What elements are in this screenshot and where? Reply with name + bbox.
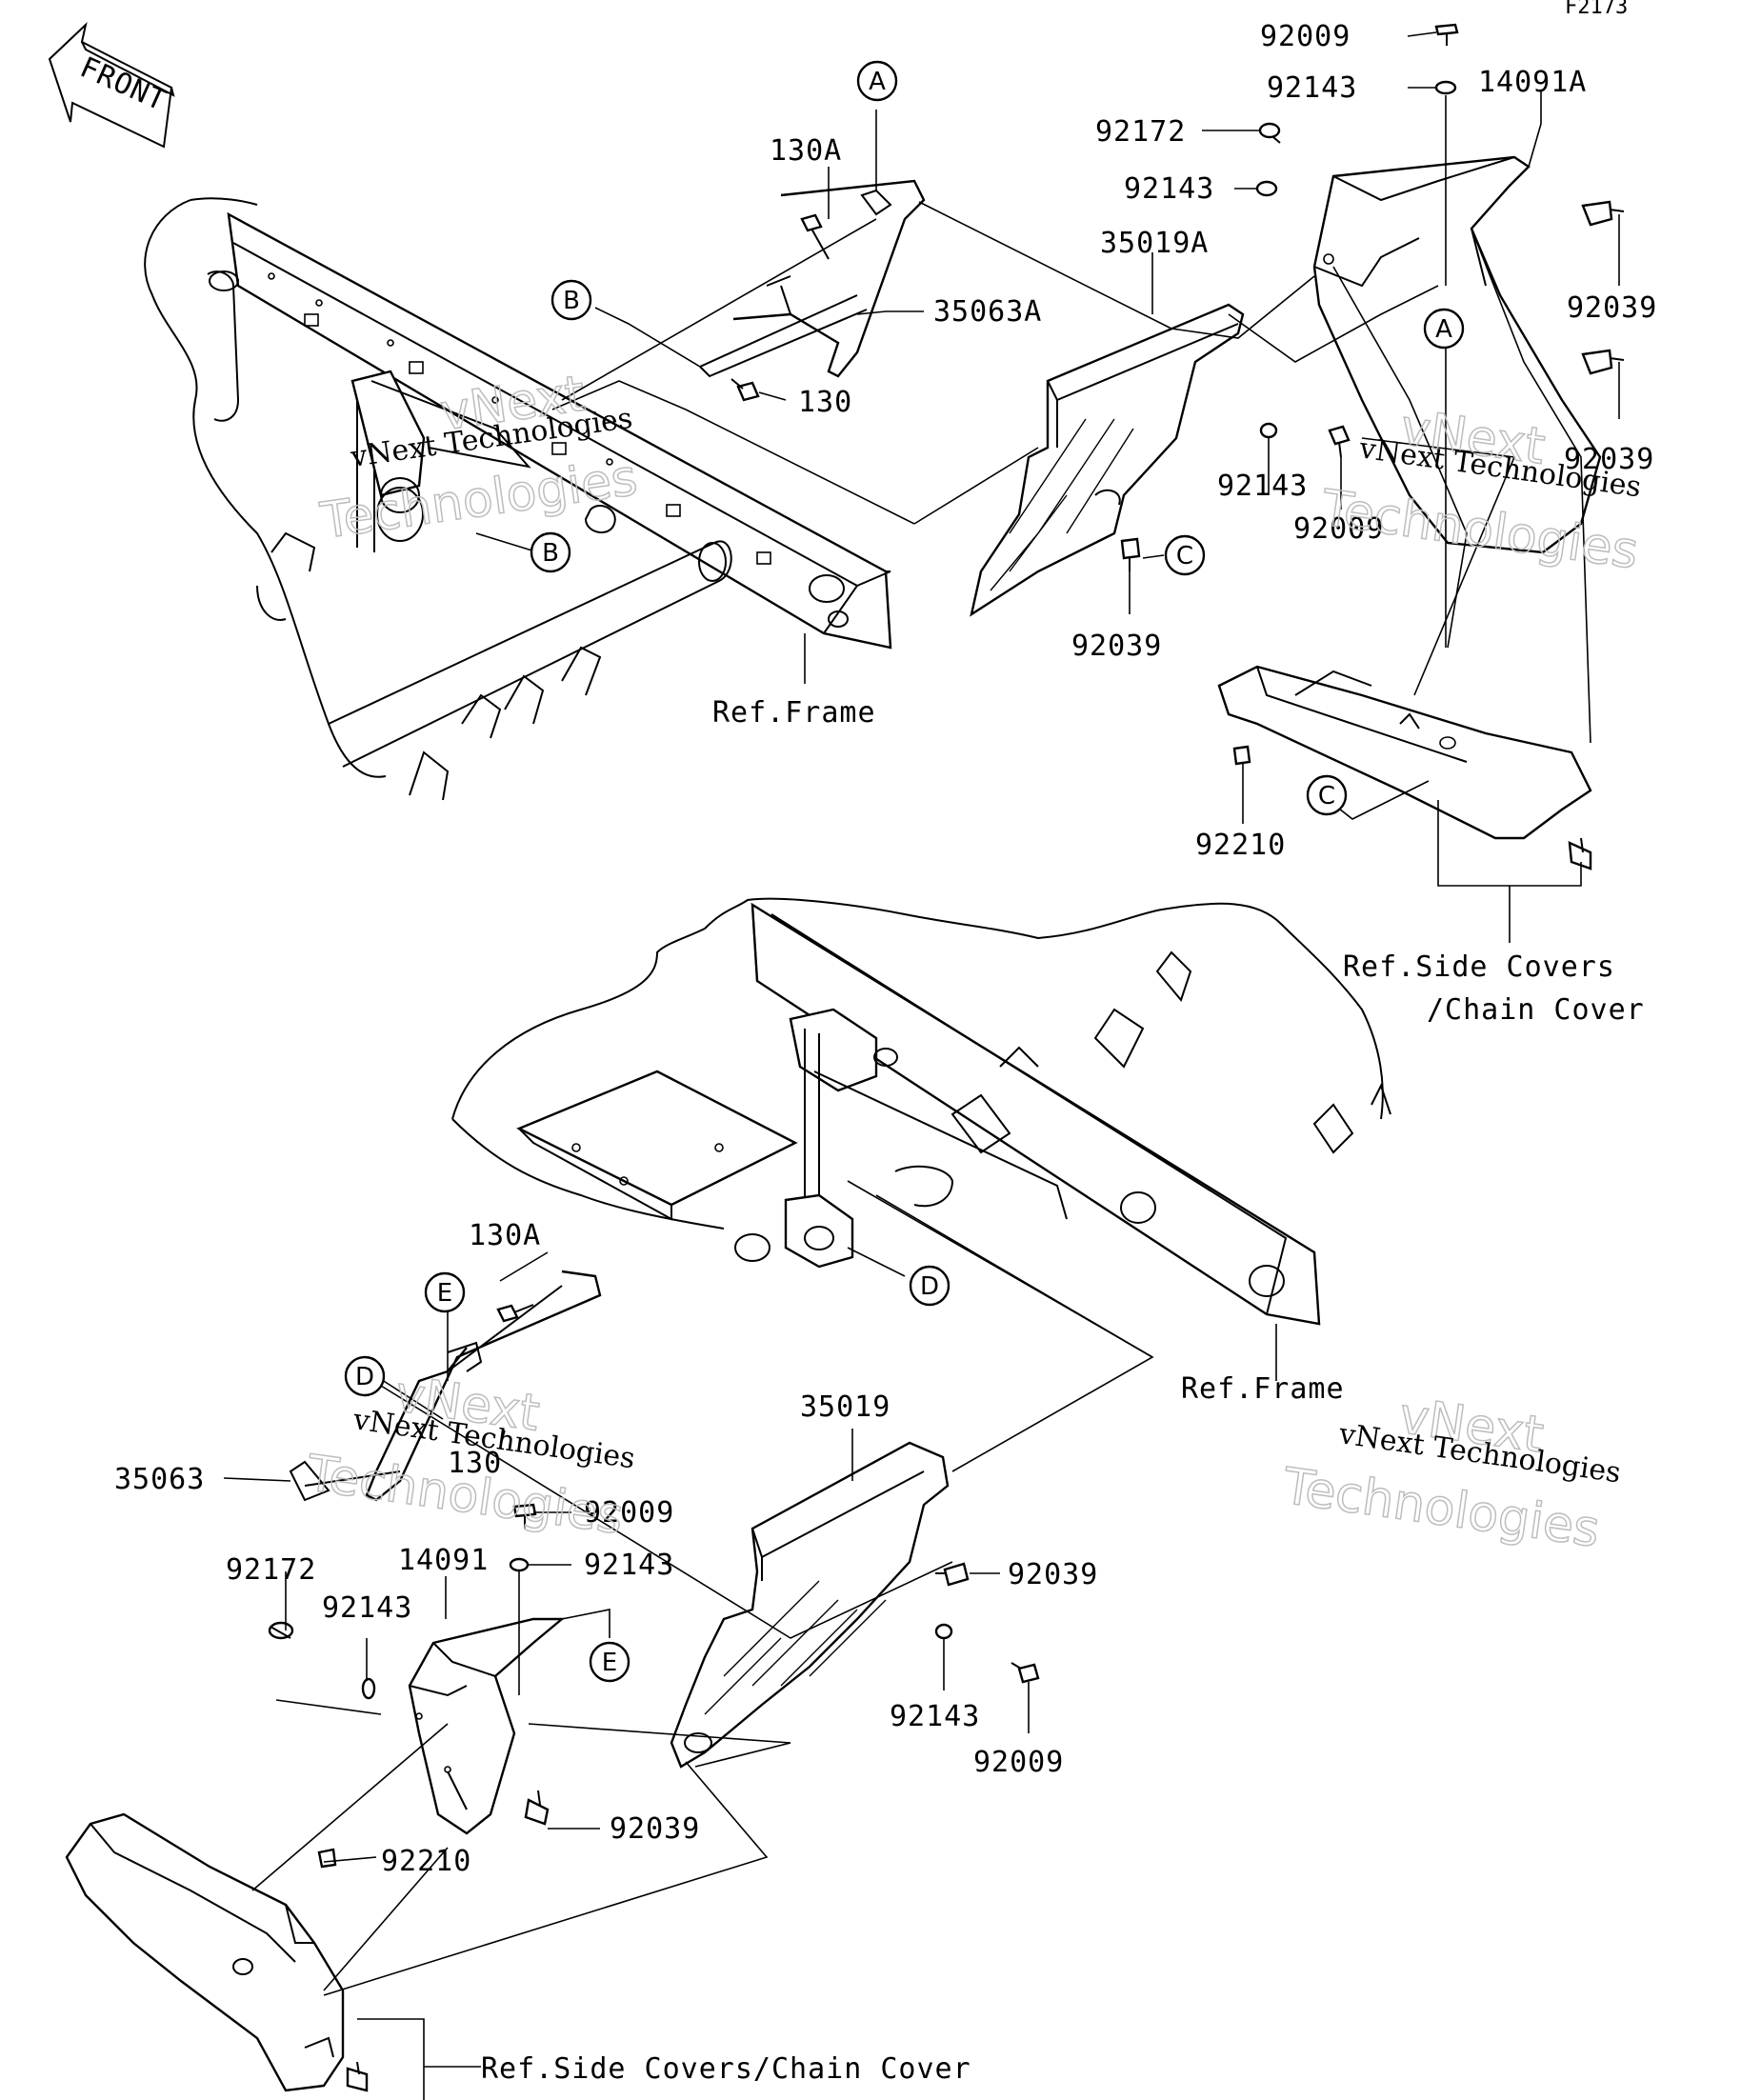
label-92009-mid: 92009: [1293, 512, 1384, 546]
ref-frame-lower: Ref.Frame: [1181, 1372, 1345, 1406]
clip-92039-lower-right-icon: [935, 1562, 970, 1587]
cover-14091: [408, 1617, 566, 1835]
label-35019A: 35019A: [1100, 227, 1209, 260]
clip-92039-lower-left-icon: [524, 1790, 550, 1826]
label-14091: 14091: [398, 1544, 489, 1577]
washer-92143-lower-c-icon: [934, 1623, 953, 1640]
label-92143-upper: 92143: [1124, 172, 1214, 206]
screw-92009-mid-icon: [1328, 425, 1351, 458]
label-35063A: 35063A: [933, 295, 1042, 329]
label-92009-top: 92009: [1260, 20, 1351, 53]
svg-text:B: B: [542, 539, 559, 568]
label-92143-mid: 92143: [1217, 470, 1308, 503]
label-92039-center: 92039: [1071, 630, 1162, 663]
ref-side-covers-lower: Ref.Side Covers/Chain Cover: [481, 2052, 971, 2086]
washer-92143-lower-b-icon: [361, 1677, 376, 1700]
front-arrow-label: FRONT: [75, 50, 171, 118]
side-cover-lower: [65, 1812, 345, 2092]
label-92143-lower-a: 92143: [584, 1549, 674, 1582]
callout-d-left: D: [344, 1355, 386, 1397]
svg-text:C: C: [1176, 542, 1193, 570]
label-92009-lower-b: 92009: [973, 1746, 1064, 1779]
svg-text:A: A: [1435, 315, 1452, 344]
washer-92143-lower-a-icon: [509, 1557, 530, 1572]
screw-92009-top-icon: [1434, 23, 1459, 46]
label-35063: 35063: [114, 1463, 205, 1496]
ref-side-covers-upper-line2: /Chain Cover: [1427, 993, 1645, 1027]
label-92210-top: 92210: [1195, 829, 1286, 862]
callout-a-right: A: [1423, 308, 1465, 350]
clip-92210-top-icon: [1232, 745, 1251, 766]
side-cover-upper: [1217, 665, 1592, 840]
bolt-130A-lower-icon: [496, 1304, 534, 1323]
svg-text:B: B: [563, 287, 580, 315]
beam-tab-holes: [268, 272, 771, 565]
callout-e-top: E: [424, 1271, 466, 1313]
svg-text:E: E: [437, 1279, 452, 1308]
reference-labels: Ref.Frame Ref.Side Covers /Chain Cover R…: [481, 696, 1645, 2086]
label-92009-lower-a: 92009: [584, 1496, 674, 1530]
callout-c-right: C: [1306, 774, 1348, 816]
screw-92172-top-icon: [1258, 122, 1281, 144]
screw-92172-lower-icon: [268, 1621, 294, 1640]
front-arrow-icon: FRONT: [48, 22, 175, 149]
guard-35019A: [970, 303, 1245, 617]
bolt-130-icon: [730, 378, 760, 402]
callout-e-lower: E: [589, 1641, 630, 1683]
svg-text:A: A: [869, 68, 886, 96]
label-92143-lower-b: 92143: [322, 1591, 412, 1625]
washer-92143-upper-icon: [1255, 180, 1278, 197]
clip-92039-right-b-icon: [1581, 349, 1625, 375]
svg-text:C: C: [1318, 782, 1335, 810]
clip-92039-ref-icon: [1568, 837, 1592, 870]
label-92039-right-b: 92039: [1564, 443, 1654, 476]
clip-92039-right-a-icon: [1581, 200, 1625, 227]
bracket-35063: [289, 1270, 602, 1502]
svg-text:D: D: [355, 1363, 374, 1391]
figure-code: F2173: [1565, 0, 1628, 19]
callout-circles: A A B B C C D D E E: [344, 60, 1465, 1683]
svg-text:D: D: [920, 1272, 939, 1301]
label-92039-lower-left: 92039: [610, 1812, 700, 1846]
callout-a-top: A: [856, 60, 898, 102]
callout-b-mid: B: [530, 531, 571, 573]
label-14091A: 14091A: [1478, 66, 1587, 99]
upper-frame-assembly: [144, 197, 892, 801]
svg-text:E: E: [602, 1649, 617, 1677]
label-92039-right-a: 92039: [1567, 291, 1657, 325]
label-130: 130: [798, 386, 852, 419]
label-92143-top: 92143: [1267, 71, 1357, 105]
leader-lines: [223, 31, 1620, 2100]
label-130A-top: 130A: [770, 134, 842, 168]
callout-b-top: B: [550, 279, 592, 321]
label-92172-lower: 92172: [226, 1553, 316, 1587]
part-labels: 92009 92143 14091A 92172 92143 130A 3501…: [114, 20, 1657, 1878]
screw-92009-lower-a-icon: [512, 1503, 537, 1529]
guard-35019: [670, 1441, 950, 1769]
bracket-35063A: [699, 179, 926, 378]
label-130A-lower: 130A: [469, 1219, 541, 1252]
washer-92143-top-icon: [1434, 80, 1457, 95]
bolt-130A-top-icon: [800, 213, 830, 260]
clip-92039-bottom-icon: [346, 2061, 369, 2092]
label-92210-lower: 92210: [381, 1845, 471, 1878]
label-92039-lower-right: 92039: [1008, 1558, 1098, 1591]
callout-c-center: C: [1164, 534, 1206, 576]
label-35019: 35019: [800, 1390, 891, 1424]
label-92172-top: 92172: [1095, 115, 1186, 149]
lower-frame-assembly: [451, 897, 1391, 1326]
washer-92143-mid-icon: [1259, 422, 1278, 439]
label-92143-lower-c: 92143: [890, 1700, 980, 1733]
fastener-icons: [268, 23, 1625, 2092]
callout-d-center: D: [909, 1265, 951, 1307]
clip-92210-lower-icon: [317, 1848, 337, 1869]
ref-frame-upper: Ref.Frame: [712, 696, 876, 730]
ref-side-covers-upper-line1: Ref.Side Covers: [1343, 950, 1615, 984]
label-130-lower: 130: [448, 1447, 502, 1480]
screw-92009-lower-b-icon: [1011, 1662, 1040, 1684]
clip-92039-center-icon: [1120, 537, 1141, 571]
